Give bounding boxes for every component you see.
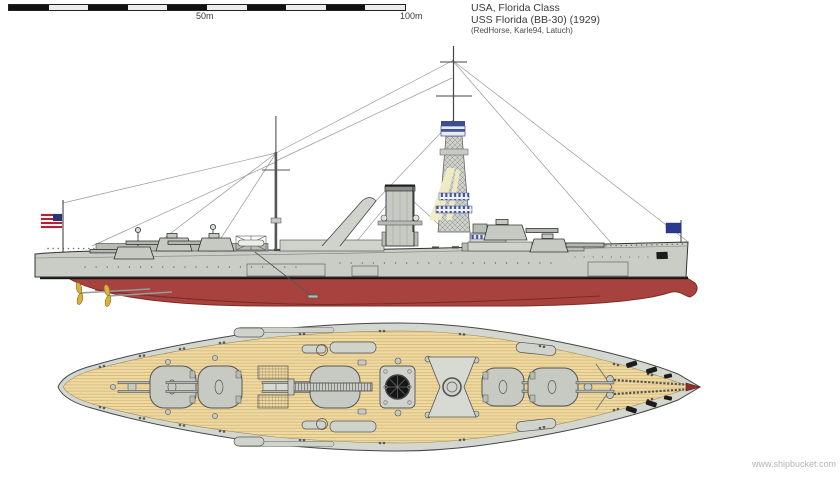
scale-segment <box>88 5 128 10</box>
mainmast <box>262 116 290 250</box>
plan-view <box>57 322 702 452</box>
side-turrets <box>89 219 605 260</box>
ship-title: USS Florida (BB-30) (1929) <box>471 14 600 26</box>
plan-boats <box>233 327 557 447</box>
cage-mast <box>429 46 473 233</box>
title-block: USA, Florida Class USS Florida (BB-30) (… <box>471 2 600 36</box>
accommodation-ladder <box>254 251 319 299</box>
shipbucket-watermark: www.shipbucket.com <box>752 459 837 469</box>
scale-segment <box>48 5 89 10</box>
turret-a <box>529 233 605 253</box>
anchor-gear <box>583 360 702 414</box>
anchor-icon <box>656 251 668 260</box>
plan-turret-4 <box>165 365 243 409</box>
plan-turret-a <box>527 367 615 407</box>
scale-segment <box>325 5 366 10</box>
plan-turret-5 <box>117 365 197 409</box>
boat-crane <box>321 197 377 247</box>
anchor-chain <box>613 378 685 386</box>
bilge-keel <box>94 289 601 306</box>
class-title: USA, Florida Class <box>471 2 560 14</box>
ships-boat <box>237 239 265 247</box>
scale-segment <box>9 5 49 10</box>
funnel <box>377 184 423 247</box>
propeller-shaft <box>107 291 173 297</box>
plan-turrets <box>117 365 615 409</box>
scale-segment <box>246 5 287 10</box>
plan-superstructure <box>379 356 477 418</box>
bow-tip <box>685 382 702 392</box>
ensign-us-flag <box>40 200 64 252</box>
side-view <box>34 46 698 307</box>
boot-topping <box>40 276 688 280</box>
plan-turret-3 <box>261 365 373 409</box>
hull-panel <box>587 261 629 277</box>
scale-segment <box>365 5 405 10</box>
conning-tower <box>472 223 488 234</box>
artist-credits: (RedHorse, Karle94, Latuch) <box>471 26 573 35</box>
scale-label-50m: 50m <box>196 11 214 21</box>
scale-label-100m: 100m <box>400 11 423 21</box>
anchors <box>625 360 673 414</box>
propeller-shaft <box>79 288 151 294</box>
funnel-plan <box>379 365 416 409</box>
scale-segment <box>167 5 207 10</box>
scale-bar <box>8 4 406 11</box>
hull-panel <box>351 265 379 277</box>
searchlight-platform <box>377 220 423 226</box>
skylight-grating <box>257 394 289 409</box>
scale-segment <box>206 5 247 10</box>
breakwater <box>595 363 613 411</box>
anchor-chain <box>613 388 685 396</box>
plan-fittings <box>98 327 702 447</box>
side-masts <box>262 46 473 250</box>
plank-lines <box>63 331 692 443</box>
cage-mast-base-plan <box>427 356 477 418</box>
jack-flag <box>665 220 682 243</box>
turret-3 <box>167 233 235 252</box>
turret-5 <box>89 246 155 260</box>
propellers <box>75 282 112 307</box>
side-underwater-hull <box>40 276 698 307</box>
skylight-grating <box>257 365 289 380</box>
side-rigging <box>62 59 688 250</box>
turret-b <box>483 219 559 241</box>
bollards <box>98 329 654 445</box>
scale-segment <box>127 5 168 10</box>
side-flags <box>40 200 682 252</box>
scale-segment <box>286 5 326 10</box>
